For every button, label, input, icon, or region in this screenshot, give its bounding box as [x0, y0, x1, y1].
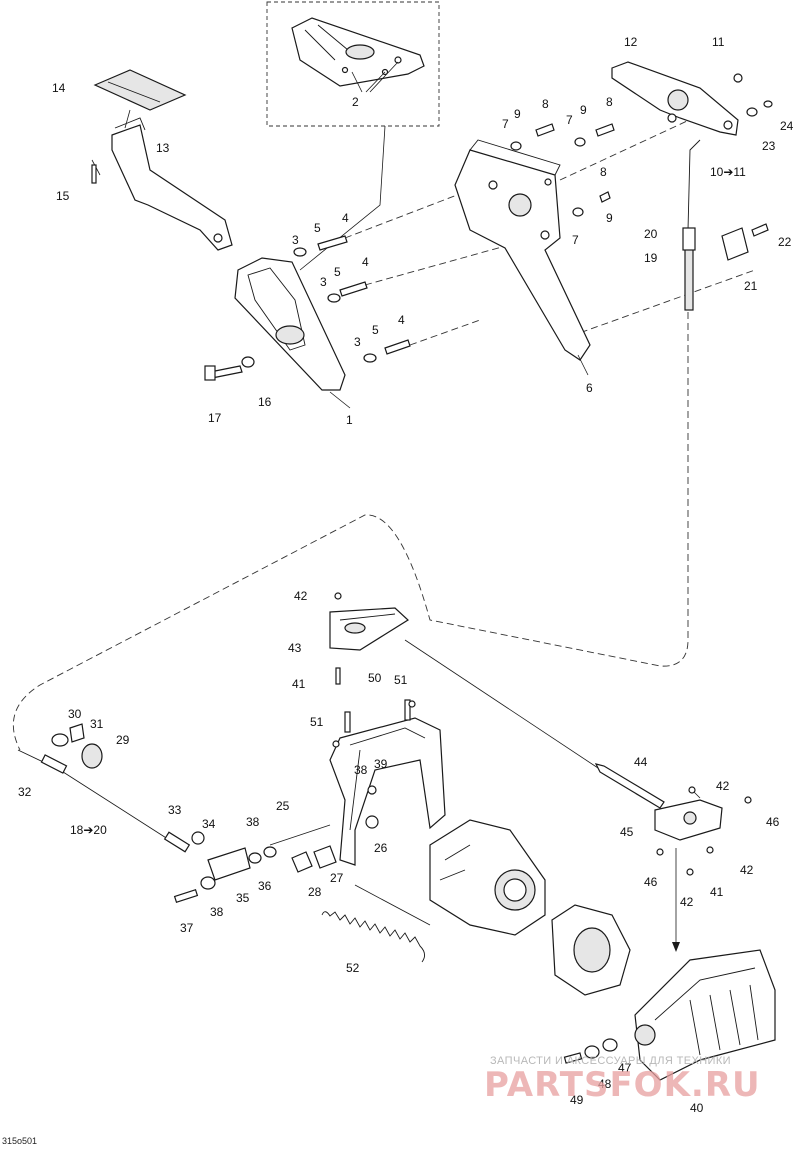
callout-50: 50	[368, 671, 382, 685]
callout-3: 3	[292, 233, 299, 247]
callout-42: 42	[294, 589, 308, 603]
watermark: ЗАПЧАСТИ И АКСЕССУАРЫ ДЛЯ ТЕХНИКИ PARTSF…	[484, 1055, 784, 1115]
callout-42: 42	[716, 779, 730, 793]
callout-4: 4	[398, 313, 405, 327]
support-plate-6	[454, 149, 591, 361]
callout-34: 34	[202, 817, 216, 831]
callout-21: 21	[744, 279, 758, 293]
callout-3: 3	[320, 275, 327, 289]
callout-23: 23	[762, 139, 776, 153]
bracket-43	[329, 607, 409, 651]
bolt-4-mid	[327, 281, 368, 303]
bolt-4-low	[363, 339, 411, 363]
callout-18: 18➔20	[70, 823, 107, 837]
callout-17: 17	[208, 411, 222, 425]
lever-assembly-25	[329, 717, 446, 866]
callout-22: 22	[778, 235, 792, 249]
callout-41: 41	[292, 677, 306, 691]
callout-14: 14	[52, 81, 66, 95]
callout-37: 37	[180, 921, 194, 935]
callout-13: 13	[156, 141, 170, 155]
callout-8: 8	[600, 165, 607, 179]
callout-labels: 1 2 3 3 3 4 4 4 5 5 5 6 7 7 7 8 8 8 9 9 …	[18, 35, 794, 1115]
callout-2: 2	[352, 95, 359, 109]
callout-9: 9	[580, 103, 587, 117]
callout-48: 48	[598, 1077, 612, 1091]
callout-6: 6	[586, 381, 593, 395]
watermark-tagline: ЗАПЧАСТИ И АКСЕССУАРЫ ДЛЯ ТЕХНИКИ	[490, 1055, 731, 1067]
callout-39: 39	[374, 757, 388, 771]
callout-30: 30	[68, 707, 82, 721]
callout-44: 44	[634, 755, 648, 769]
callout-5: 5	[314, 221, 321, 235]
drawing-id: 315o501	[2, 1136, 38, 1146]
callout-8: 8	[542, 97, 549, 111]
callout-26: 26	[374, 841, 388, 855]
callout-38: 38	[354, 763, 368, 777]
callout-51: 51	[394, 673, 408, 687]
callout-42: 42	[680, 895, 694, 909]
watermark-logo: PARTSFOK.RU	[484, 1065, 761, 1105]
callout-4: 4	[362, 255, 369, 269]
callout-28: 28	[308, 885, 322, 899]
pedal-arm-13	[111, 124, 233, 251]
housing-1	[234, 257, 346, 391]
bolt-4-top	[293, 235, 348, 257]
callout-20: 20	[644, 227, 658, 241]
callout-42: 42	[740, 863, 754, 877]
callout-49: 49	[570, 1093, 584, 1107]
callout-29: 29	[116, 733, 130, 747]
callout-25: 25	[276, 799, 290, 813]
callout-27: 27	[330, 871, 344, 885]
callout-38: 38	[246, 815, 260, 829]
callout-9: 9	[606, 211, 613, 225]
callout-8: 8	[606, 95, 613, 109]
callout-10: 10➔11	[710, 165, 746, 179]
callout-46: 46	[644, 875, 658, 889]
callout-1: 1	[346, 413, 353, 427]
callout-46: 46	[766, 815, 780, 829]
callout-35: 35	[236, 891, 250, 905]
callout-38: 38	[210, 905, 224, 919]
callout-11: 11	[712, 35, 725, 49]
spring-52	[321, 911, 425, 963]
callout-4: 4	[342, 211, 349, 225]
callout-40: 40	[690, 1101, 704, 1115]
inset-frame	[266, 1, 440, 127]
callout-51: 51	[310, 715, 324, 729]
callout-45: 45	[620, 825, 634, 839]
callout-12: 12	[624, 35, 638, 49]
pedal-pad-14	[93, 69, 187, 111]
callout-36: 36	[258, 879, 272, 893]
callout-5: 5	[334, 265, 341, 279]
callout-43: 43	[288, 641, 302, 655]
callout-9: 9	[514, 107, 521, 121]
callout-41: 41	[710, 885, 724, 899]
callout-5: 5	[372, 323, 379, 337]
cable-routing-line	[12, 312, 689, 751]
callout-47: 47	[618, 1061, 632, 1075]
callout-33: 33	[168, 803, 182, 817]
callout-52: 52	[346, 961, 360, 975]
callout-32: 32	[18, 785, 32, 799]
callout-16: 16	[258, 395, 272, 409]
callout-7: 7	[572, 233, 579, 247]
callout-7: 7	[566, 113, 573, 127]
callout-31: 31	[90, 717, 104, 731]
housing-40	[634, 949, 776, 1081]
callout-3: 3	[354, 335, 361, 349]
callout-7: 7	[502, 117, 509, 131]
callout-24: 24	[780, 119, 794, 133]
callout-19: 19	[644, 251, 658, 265]
callout-15: 15	[56, 189, 70, 203]
